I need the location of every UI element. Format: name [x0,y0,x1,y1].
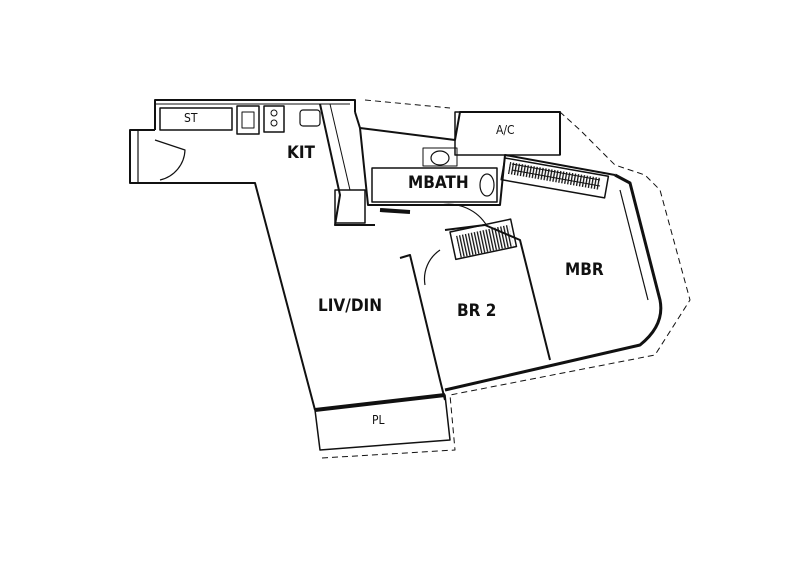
toilet-icon [430,150,450,166]
br2-left-wall [399,254,446,401]
entrance-wall [129,129,155,184]
label-planter: PL [372,413,385,427]
label-kitchen: KIT [287,143,315,163]
label-ac: A/C [496,123,515,137]
label-master-bath: MBATH [408,173,469,193]
ac-box [454,111,561,156]
storage-box [159,107,233,131]
planter-box [314,394,451,451]
kitchen-counter [319,103,375,226]
label-bedroom-2: BR 2 [457,301,497,321]
label-master-bedroom: MBR [565,260,604,280]
br2-wardrobe [449,218,518,261]
stove-icon [263,105,285,133]
label-storage: ST [184,111,198,125]
fridge-icon [236,105,260,135]
bath-door-icon [439,203,488,227]
kitchen-top-wall [154,99,356,130]
label-living-dining: LIV/DIN [318,296,383,316]
entry-door-icon [154,139,186,181]
bathtub-icon [371,167,498,203]
sink-icon [299,109,321,127]
hatch-marks [507,161,601,190]
br2-door-icon [423,249,441,286]
living-left-wall [155,182,316,411]
mbr-right-wall [444,173,663,392]
mbr-wardrobe [500,157,610,199]
